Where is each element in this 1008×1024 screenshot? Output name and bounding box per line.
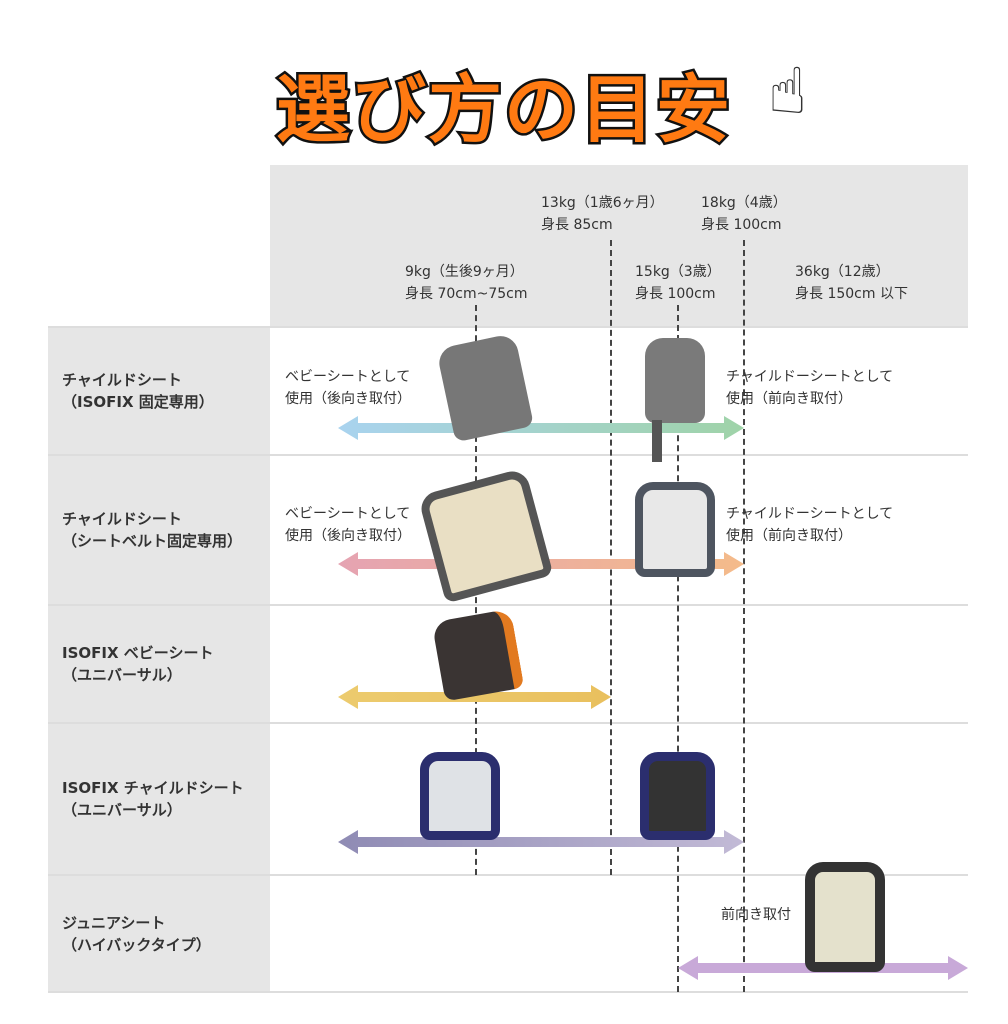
range-arrow-row4	[338, 830, 744, 854]
row5-right-note: 前向き取付	[721, 907, 791, 923]
milestone-36kg: 36kg（12歳）身長 150cm 以下	[795, 264, 908, 302]
row1-right-note: チャイルドーシートとして使用（前向き取付）	[726, 369, 894, 407]
divider	[48, 326, 968, 328]
row-label-isofix-universal-child-seat: ISOFIX チャイルドシート（ユニバーサル）	[48, 723, 270, 875]
row-label-junior-seat: ジュニアシート（ハイバックタイプ）	[48, 875, 270, 992]
divider	[48, 604, 968, 606]
row-label-isofix-child-seat: チャイルドシート（ISOFIX 固定専用）	[48, 327, 270, 455]
divider	[48, 991, 968, 993]
universal-seat-front-image	[640, 752, 715, 840]
milestone-15kg: 15kg（3歳）身長 100cm	[635, 264, 721, 302]
range-arrow-row1	[338, 416, 744, 440]
row2-left-note: ベビーシートとして使用（後向き取付）	[285, 506, 411, 544]
row1-left-note: ベビーシートとして使用（後向き取付）	[285, 369, 411, 407]
milestone-9kg: 9kg（生後9ヶ月）身長 70cm~75cm	[405, 264, 528, 302]
junior-seat-image	[805, 862, 885, 972]
milestone-18kg: 18kg（4歳）身長 100cm	[701, 195, 787, 233]
support-leg	[652, 420, 662, 462]
divider	[48, 454, 968, 456]
milestone-13kg: 13kg（1歳6ヶ月）身長 85cm	[541, 195, 664, 233]
isofix-baby-seat-image	[431, 608, 525, 702]
guide-18kg	[743, 240, 745, 992]
divider	[48, 722, 968, 724]
row-label-isofix-baby-seat: ISOFIX ベビーシート（ユニバーサル）	[48, 605, 270, 723]
row2-right-note: チャイルドーシートとして使用（前向き取付）	[726, 506, 894, 544]
guide-15kg	[677, 305, 679, 992]
pointing-hand-icon: ☝	[768, 55, 807, 129]
divider	[48, 874, 968, 876]
milestone-header	[270, 165, 968, 327]
belt-seat-front-image	[635, 482, 715, 577]
range-arrow-row3	[338, 685, 611, 709]
universal-seat-rear-image	[420, 752, 500, 840]
guide-13kg	[610, 240, 612, 875]
row-label-belt-child-seat: チャイルドシート（シートベルト固定専用）	[48, 455, 270, 605]
isofix-seat-front-image	[645, 338, 705, 423]
page-title: 選び方の目安	[274, 65, 733, 156]
